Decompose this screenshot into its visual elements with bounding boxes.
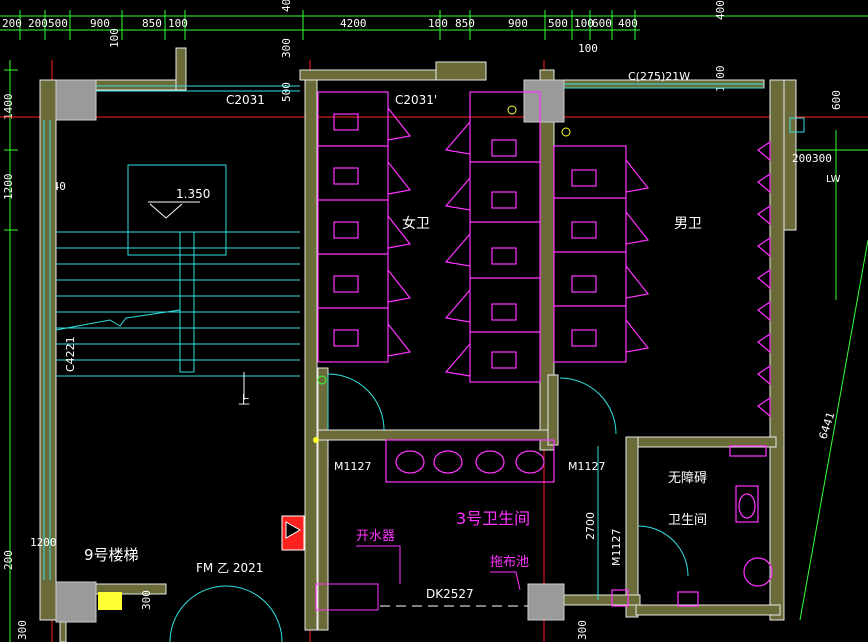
dim-top-8: 850 [455, 17, 475, 30]
toilet-room-name: 3号卫生间 [456, 509, 530, 528]
top-dimension-labels: 200 200 500 900 850 100 4200 100 850 900… [2, 17, 638, 55]
dim-small-1: 100 [578, 42, 598, 55]
dim-v-5: 600 [830, 90, 843, 110]
door-m1127-left: M1127 [334, 460, 372, 473]
mop-sink-leader [490, 571, 521, 591]
door-m1127-right: M1127 [610, 529, 623, 567]
dim-top-2: 500 [48, 17, 68, 30]
dim-v-2: 500 [280, 82, 293, 102]
dim-left-1: 1200 [2, 174, 15, 201]
dim-top-11: 100 [574, 17, 594, 30]
men-room-label: 男卫 [674, 216, 702, 232]
dim-top-13: 400 [618, 17, 638, 30]
columns [55, 79, 565, 623]
dim-bl-1: 1200 [30, 536, 57, 549]
window-label-c2031-prime: C2031' [395, 93, 437, 107]
dim-top-12: 600 [592, 17, 612, 30]
pipe-box [789, 117, 805, 133]
dim-top-0: 200 [2, 17, 22, 30]
water-heater [315, 583, 379, 611]
bottom-left-dimension-labels: 200 1200 300 300 300 [2, 536, 589, 640]
door-swings [169, 373, 689, 642]
top-dimension-chain [0, 10, 868, 40]
door-dk2527: DK2527 [426, 587, 474, 601]
window-label-c275: C(275)21W [628, 70, 690, 83]
dim-v-1: 300 [280, 38, 293, 58]
dim-right-200: 200 [792, 152, 812, 165]
marker-dot [313, 437, 319, 443]
dim-bl-3: 300 [16, 620, 29, 640]
dim-top-7: 100 [428, 17, 448, 30]
accessible-label-2: 卫生间 [668, 513, 707, 528]
door-fm-2021: FM 乙 2021 [196, 561, 263, 575]
dim-right-300: 300 [812, 152, 832, 165]
stair-up-label: 上 [238, 393, 250, 407]
mop-sink-label: 拖布池 [490, 555, 529, 570]
dim-top-5: 100 [168, 17, 188, 30]
dim-lw: LW [826, 174, 841, 185]
dim-top-4: 850 [142, 17, 162, 30]
window-label-c2031: C2031 [226, 93, 265, 107]
windows [43, 83, 764, 580]
men-stalls [553, 140, 771, 418]
women-stalls [317, 91, 541, 383]
dim-top-6: 4200 [340, 17, 367, 30]
fire-hydrant [281, 515, 305, 551]
dim-v-0: 400 [280, 0, 293, 12]
stair [55, 164, 300, 377]
dim-top-10: 500 [548, 17, 568, 30]
accessible-fixtures [611, 445, 773, 607]
dim-v-3: 400 [714, 0, 727, 20]
level-mark: 1.350 [148, 187, 210, 219]
dim-bl-2: 300 [140, 590, 153, 610]
floor-drain-3 [317, 375, 327, 385]
dim-bl-4: 300 [576, 620, 589, 640]
right-dimension [796, 130, 868, 621]
dim-top-3: 900 [90, 17, 110, 30]
left-dimension-chain [4, 60, 18, 642]
water-heater-leader [356, 545, 401, 584]
dim-bl-0: 200 [2, 550, 15, 570]
yellow-marker [98, 592, 122, 610]
dim-small-0: 100 [108, 28, 121, 48]
door-m1127-center: M1127 [568, 460, 606, 473]
level-value: 1.350 [176, 187, 210, 201]
sink-counter [385, 439, 555, 483]
dim-left-0: 1400 [2, 94, 15, 121]
floor-drain-2 [561, 127, 571, 137]
water-heater-label: 开水器 [356, 529, 395, 544]
dim-top-1: 200 [28, 17, 48, 30]
floor-drain-1 [507, 105, 517, 115]
stair-name: 9号楼梯 [84, 546, 139, 564]
dim-top-9: 900 [508, 17, 528, 30]
women-room-label: 女卫 [402, 215, 430, 232]
vertical-dimension-labels: 400 300 500 400 1200 600 [280, 0, 843, 110]
dim-2700: 2700 [584, 512, 597, 540]
accessible-label-1: 无障碍 [668, 471, 707, 486]
stair-tag: C4221 [64, 336, 77, 372]
